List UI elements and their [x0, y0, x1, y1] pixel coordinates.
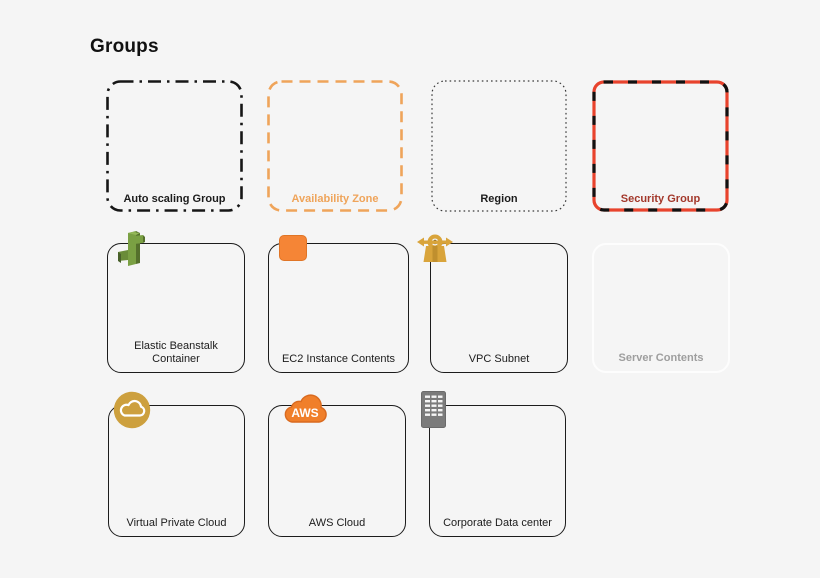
ec2-instance-icon [279, 235, 307, 261]
shape-label: Virtual Private Cloud [126, 517, 227, 529]
shape-security-group[interactable]: Security Group [592, 80, 729, 212]
red-black-dashed-border [592, 80, 729, 212]
shape-label: Auto scaling Group [123, 193, 226, 205]
shape-aws-cloud[interactable]: AWS AWS Cloud [268, 394, 406, 537]
shape-elastic-beanstalk-container[interactable]: Elastic Beanstalk Container [107, 231, 245, 373]
shape-label: Corporate Data center [443, 517, 552, 529]
shape-label: Availability Zone [291, 193, 379, 205]
shape-ec2-instance-contents[interactable]: EC2 Instance Contents [268, 235, 409, 373]
aws-cloud-label: AWS [291, 406, 318, 420]
shape-region[interactable]: Region [431, 80, 567, 212]
vpc-cloud-icon [113, 391, 151, 429]
shape-label: VPC Subnet [468, 353, 530, 365]
shape-availability-zone[interactable]: Availability Zone [267, 80, 403, 212]
shape-label: Elastic Beanstalk Container [134, 340, 218, 365]
shape-vpc-subnet[interactable]: VPC Subnet [417, 234, 568, 373]
subnet-lock-icon [417, 234, 453, 262]
shape-virtual-private-cloud[interactable]: Virtual Private Cloud [108, 391, 245, 537]
shape-server-contents[interactable]: Server Contents [592, 243, 730, 373]
aws-cloud-icon: AWS [284, 394, 327, 423]
shape-label: Server Contents [618, 352, 704, 364]
shape-auto-scaling-group[interactable]: Auto scaling Group [106, 80, 243, 212]
dash-dot-border [106, 80, 243, 212]
shape-label: EC2 Instance Contents [281, 353, 396, 365]
shape-label: AWS Cloud [308, 517, 366, 529]
datacenter-building-icon [421, 391, 446, 428]
shape-label: Region [480, 193, 518, 205]
elastic-beanstalk-icon [118, 231, 145, 266]
shape-label: Security Group [620, 193, 701, 205]
page-title: Groups [90, 36, 159, 57]
shape-corporate-data-center[interactable]: Corporate Data center [421, 391, 566, 537]
dotted-border [431, 80, 567, 212]
